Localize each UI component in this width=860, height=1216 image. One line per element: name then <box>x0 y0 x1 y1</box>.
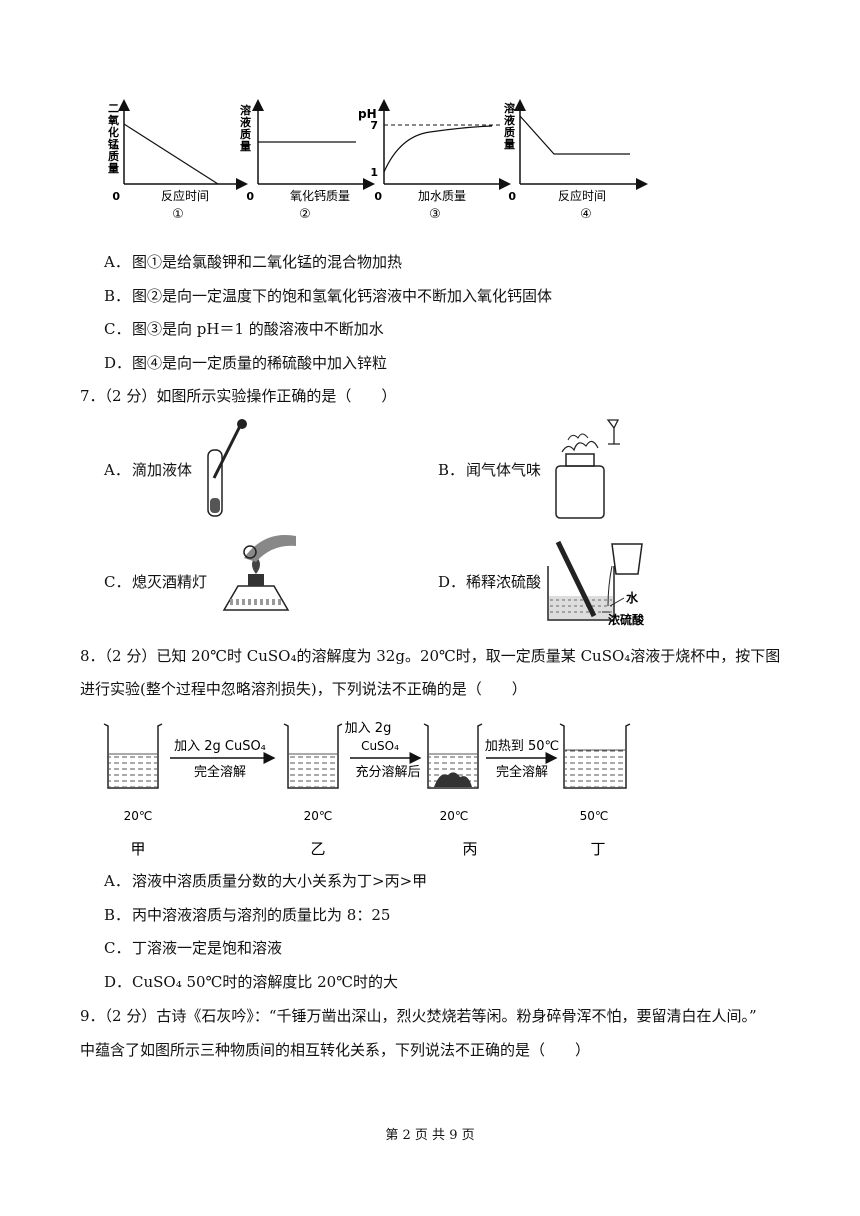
graph-4-number: ④ <box>580 207 592 222</box>
graph-1-ylabel: 二氧化锰质量 <box>107 102 119 175</box>
beaker-ding <box>559 723 631 789</box>
graph-3-tick-7: 7 <box>370 119 378 132</box>
beaker-yi <box>283 723 343 789</box>
graph-4-ylabel: 溶液质量 <box>504 101 516 151</box>
beaker-ding-temp: 50℃ <box>580 809 609 823</box>
graph-1: 0 反应时间 ① 二氧化锰质量 <box>107 99 248 222</box>
arrow-2-top-label-1: 加入 2g <box>345 721 392 736</box>
graphs-figure: 0 反应时间 ① 二氧化锰质量 0 氧化钙质量 ② 溶液质量 pH 7 1 0 … <box>107 99 648 222</box>
page-footer: 第 2 页 共 9 页 <box>385 1128 475 1143</box>
graph-4-origin: 0 <box>508 190 516 203</box>
graph-4-xlabel: 反应时间 <box>558 188 606 203</box>
beaker-bing <box>423 723 483 789</box>
q9-stem-line-2: 中蕴含了如图所示三种物质间的相互转化关系，下列说法不正确的是（ ） <box>80 1041 591 1059</box>
beaker-yi-name: 乙 <box>310 840 325 858</box>
graph-1-number: ① <box>172 207 184 222</box>
dilute-acid-illustration: 水 浓硫酸 <box>547 540 645 627</box>
graph-3-origin: 0 <box>374 190 382 203</box>
water-label: 水 <box>626 590 639 605</box>
q6-option-b: B．图②是向一定温度下的饱和氢氧化钙溶液中不断加入氧化钙固体 <box>104 287 553 305</box>
beaker-yi-temp: 20℃ <box>304 809 333 823</box>
graph-3-tick-1: 1 <box>370 166 378 179</box>
beaker-jia-name: 甲 <box>130 840 145 858</box>
smell-gas-illustration <box>555 419 620 519</box>
q8-stem-line-2: 进行实验(整个过程中忽略溶剂损失)，下列说法不正确的是（ ） <box>80 680 527 698</box>
graph-3-number: ③ <box>429 207 441 222</box>
arrow-2-top-label-2: CuSO₄ <box>361 739 399 753</box>
q7-stem: 7．（2 分）如图所示实验操作正确的是（ ） <box>80 387 397 405</box>
beaker-ding-name: 丁 <box>590 840 605 858</box>
conc-acid-label: 浓硫酸 <box>608 612 645 627</box>
arrow-3-top-label: 加热到 50℃ <box>485 739 559 754</box>
q8-option-a: A．溶液中溶质质量分数的大小关系为丁>丙>甲 <box>104 872 428 890</box>
q8-option-b: B．丙中溶液溶质与溶剂的质量比为 8：25 <box>104 906 391 924</box>
q7-option-a: A．滴加液体 <box>104 461 193 479</box>
graph-1-origin: 0 <box>112 190 120 203</box>
q7-option-c: C．熄灭酒精灯 <box>104 573 208 591</box>
graph-2-origin: 0 <box>246 190 254 203</box>
q9-stem-line-1: 9．（2 分）古诗《石灰吟》：“千锤万凿出深山，烈火焚烧若等闲。粉身碎骨浑不怕，… <box>80 1007 757 1025</box>
graph-3-xlabel: 加水质量 <box>418 189 466 203</box>
q6-option-d: D．图④是向一定质量的稀硫酸中加入锌粒 <box>104 354 388 372</box>
q6-option-c: C．图③是向 pH＝1 的酸溶液中不断加水 <box>104 320 384 338</box>
arrow-3-bottom-label: 完全溶解 <box>496 764 548 780</box>
graph-2-ylabel: 溶液质量 <box>240 103 252 153</box>
graph-2-number: ② <box>299 207 311 222</box>
graph-1-xlabel: 反应时间 <box>161 188 209 203</box>
beaker-bing-name: 丙 <box>462 840 477 858</box>
arrow-1-bottom-label: 完全溶解 <box>194 764 246 780</box>
q6-option-a: A．图①是给氯酸钾和二氧化锰的混合物加热 <box>104 253 403 271</box>
beaker-experiment-figure: 加入 2g CuSO₄ 完全溶解 加入 2g CuSO₄ 充分溶解后 加热到 5… <box>103 721 631 858</box>
graph-3: pH 7 1 0 加水质量 ③ <box>358 99 511 222</box>
graph-2: 0 氧化钙质量 ② 溶液质量 <box>240 99 375 222</box>
graph-2-xlabel: 氧化钙质量 <box>290 189 350 203</box>
graph-3-ylabel: pH <box>358 107 377 121</box>
q7-option-b: B．闻气体气味 <box>438 461 542 479</box>
alcohol-lamp-illustration <box>222 534 296 611</box>
q7-option-d: D．稀释浓硫酸 <box>438 573 542 591</box>
arrow-2-bottom-label: 充分溶解后 <box>355 764 420 780</box>
q8-option-c: C．丁溶液一定是饱和溶液 <box>104 939 283 957</box>
q8-option-d: D．CuSO₄ 50℃时的溶解度比 20℃时的大 <box>104 973 398 991</box>
q8-stem-line-1: 8．（2 分）已知 20℃时 CuSO₄的溶解度为 32g。20℃时，取一定质量… <box>80 647 781 665</box>
beaker-jia-temp: 20℃ <box>124 809 153 823</box>
graph-4: 0 反应时间 ④ 溶液质量 <box>504 99 648 222</box>
dropper-test-tube-illustration <box>207 419 247 517</box>
beaker-bing-temp: 20℃ <box>440 809 469 823</box>
arrow-1-top-label: 加入 2g CuSO₄ <box>174 739 266 754</box>
beaker-jia <box>103 723 163 789</box>
